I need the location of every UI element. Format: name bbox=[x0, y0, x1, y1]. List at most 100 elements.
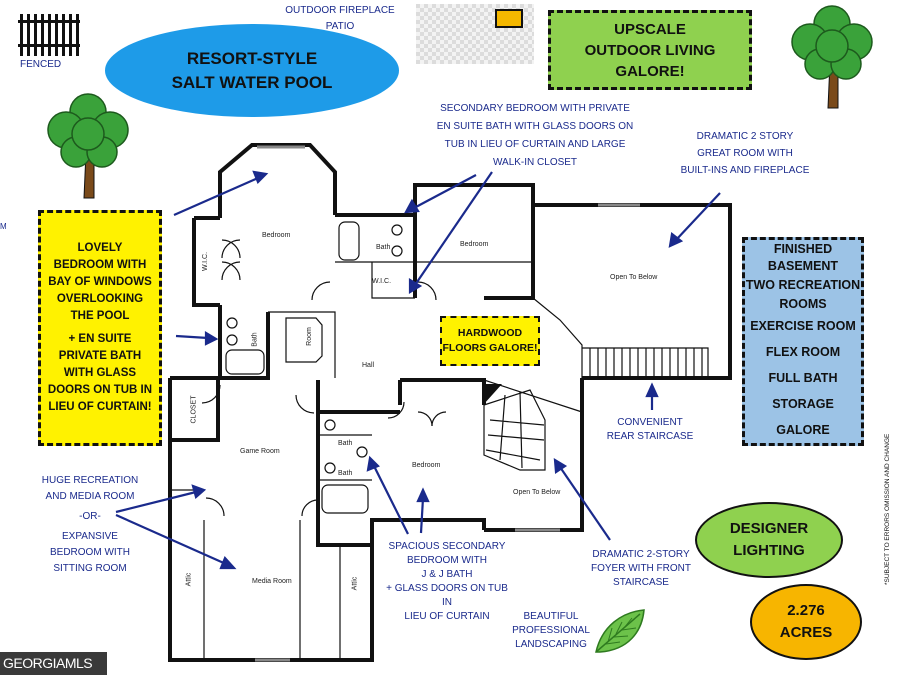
pool-line-2: SALT WATER POOL bbox=[171, 72, 333, 92]
upscale-line-1: UPSCALE bbox=[614, 20, 686, 38]
acres-circle: 2.276 ACRES bbox=[750, 584, 862, 660]
rear-line-2: REAR STAIRCASE bbox=[606, 431, 694, 442]
lighting-line-1: DESIGNER bbox=[729, 520, 809, 537]
room-hall: Hall bbox=[362, 362, 375, 369]
landscaping-line-2: PROFESSIONAL bbox=[512, 625, 590, 636]
foyer-line-3: STAIRCASE bbox=[613, 577, 669, 588]
fireplace-icon bbox=[495, 9, 523, 28]
pool-line-1: RESORT-STYLE bbox=[186, 48, 318, 68]
disclaimer-wrap: *SUBJECT TO ERRORS OMISSION AND CHANGE bbox=[884, 434, 896, 585]
hardwood-line-1: HARDWOOD bbox=[457, 327, 523, 339]
acres-line-2: ACRES bbox=[779, 624, 833, 641]
huge-recreation-note: HUGE RECREATION AND MEDIA ROOM -OR- EXPA… bbox=[36, 474, 144, 576]
room-bedroom-right: Bedroom bbox=[460, 241, 489, 248]
basement-line-4: ROOMS bbox=[779, 296, 827, 311]
great-room-line-3: BUILT-INS AND FIREPLACE bbox=[680, 165, 810, 176]
huge-line-1: HUGE RECREATION bbox=[41, 475, 139, 486]
outdoor-fireplace-label: OUTDOOR FIREPLACE bbox=[285, 5, 395, 16]
huge-line-4: EXPANSIVE bbox=[62, 531, 118, 542]
designer-lighting-oval: DESIGNER LIGHTING bbox=[695, 502, 843, 578]
spacious-line-2: BEDROOM WITH bbox=[407, 555, 487, 566]
lovely-line-1: LOVELY bbox=[77, 242, 123, 254]
secondary-line-3: TUB IN LIEU OF CURTAIN AND LARGE bbox=[444, 139, 626, 150]
room-attic-left: Attic bbox=[185, 572, 193, 587]
spacious-line-1: SPACIOUS SECONDARY bbox=[388, 541, 506, 552]
patio-icon bbox=[416, 4, 534, 64]
tree-icon bbox=[791, 5, 873, 109]
room-media-room: Media Room bbox=[252, 578, 292, 585]
secondary-line-1: SECONDARY BEDROOM WITH PRIVATE bbox=[440, 103, 630, 114]
edge-letter: M bbox=[0, 222, 7, 231]
georgiamls-logo: GEORGIAMLS bbox=[0, 652, 107, 675]
secondary-line-4: WALK-IN CLOSET bbox=[492, 157, 578, 168]
tree-icon bbox=[47, 93, 129, 199]
landscaping-note: BEAUTIFUL PROFESSIONAL LANDSCAPING bbox=[512, 610, 590, 652]
foyer-line-1: DRAMATIC 2-STORY bbox=[592, 549, 690, 560]
huge-line-3: -OR- bbox=[79, 511, 101, 522]
huge-line-2: AND MEDIA ROOM bbox=[45, 491, 135, 502]
lovely-line-10: LIEU OF CURTAIN! bbox=[48, 401, 152, 413]
rear-staircase-note: CONVENIENT REAR STAIRCASE bbox=[600, 416, 700, 444]
basement-line-5: EXERCISE ROOM bbox=[750, 318, 856, 333]
hardwood-box: HARDWOOD FLOORS GALORE! bbox=[440, 316, 540, 366]
secondary-bedroom-note: SECONDARY BEDROOM WITH PRIVATE EN SUITE … bbox=[430, 102, 640, 170]
landscaping-line-1: BEAUTIFUL bbox=[523, 611, 579, 622]
room-wic-mid: W.I.C. bbox=[372, 278, 392, 285]
basement-line-3: TWO RECREATION bbox=[745, 277, 861, 292]
spacious-line-5: LIEU OF CURTAIN bbox=[404, 611, 490, 622]
basement-line-1: FINISHED bbox=[773, 241, 833, 256]
spacious-secondary-note: SPACIOUS SECONDARY BEDROOM WITH J & J BA… bbox=[380, 540, 514, 624]
foyer-note: DRAMATIC 2-STORY FOYER WITH FRONT STAIRC… bbox=[586, 548, 696, 590]
upscale-outdoor-box: UPSCALE OUTDOOR LIVING GALORE! bbox=[548, 10, 752, 90]
upscale-line-3: GALORE! bbox=[615, 62, 685, 80]
room-bath-left: Bath bbox=[251, 332, 259, 347]
fence-icon bbox=[18, 14, 80, 56]
foyer-line-2: FOYER WITH FRONT bbox=[591, 563, 691, 574]
upscale-line-2: OUTDOOR LIVING bbox=[584, 41, 716, 59]
room-open-to-below-top: Open To Below bbox=[610, 274, 658, 281]
patio-label: PATIO bbox=[325, 21, 355, 32]
huge-line-6: SITTING ROOM bbox=[53, 563, 127, 574]
room-wic-left: W.I.C. bbox=[202, 251, 210, 272]
basement-line-8: STORAGE GALORE bbox=[772, 396, 834, 437]
finished-basement-box: FINISHED BASEMENT TWO RECREATION ROOMS E… bbox=[742, 237, 864, 446]
great-room-note: DRAMATIC 2 STORY GREAT ROOM WITH BUILT-I… bbox=[680, 130, 810, 178]
great-room-line-2: GREAT ROOM WITH bbox=[697, 148, 793, 159]
room-open-to-below-lower: Open To Below bbox=[513, 489, 561, 496]
lovely-line-2: BEDROOM WITH bbox=[53, 259, 147, 271]
lovely-line-7: PRIVATE BATH bbox=[58, 350, 142, 362]
disclaimer-text: *SUBJECT TO ERRORS OMISSION AND CHANGE bbox=[884, 433, 891, 585]
room-bedroom-left: Bedroom bbox=[262, 232, 291, 239]
rear-line-1: CONVENIENT bbox=[617, 417, 683, 428]
room-bath-a: Bath bbox=[338, 440, 353, 447]
lovely-line-5: THE POOL bbox=[70, 310, 130, 322]
lighting-line-2: LIGHTING bbox=[733, 542, 805, 559]
room-bath-b: Bath bbox=[338, 470, 353, 477]
room-room: Room bbox=[305, 327, 313, 346]
lovely-line-9: DOORS ON TUB IN bbox=[47, 384, 153, 396]
basement-line-7: FULL BATH bbox=[768, 370, 838, 385]
pool-oval: RESORT-STYLE SALT WATER POOL bbox=[105, 24, 399, 117]
basement-line-6: FLEX ROOM bbox=[765, 344, 841, 359]
spacious-line-4: + GLASS DOORS ON TUB IN bbox=[386, 583, 508, 608]
lovely-line-3: BAY OF WINDOWS bbox=[48, 276, 152, 288]
basement-line-2: BASEMENT bbox=[767, 258, 839, 273]
fenced-label: FENCED bbox=[20, 59, 62, 70]
great-room-line-1: DRAMATIC 2 STORY bbox=[696, 131, 794, 142]
huge-line-5: BEDROOM WITH bbox=[50, 547, 130, 558]
lovely-line-8: WITH GLASS bbox=[63, 367, 137, 379]
secondary-line-2: EN SUITE BATH WITH GLASS DOORS ON bbox=[436, 121, 634, 132]
acres-line-1: 2.276 bbox=[787, 602, 825, 619]
room-attic-right: Attic bbox=[351, 576, 359, 591]
room-bedroom-lower: Bedroom bbox=[412, 462, 441, 469]
landscaping-line-3: LANDSCAPING bbox=[515, 639, 587, 650]
room-game-room: Game Room bbox=[240, 448, 280, 455]
lovely-line-6: + EN SUITE bbox=[68, 333, 132, 345]
room-bath-top: Bath bbox=[376, 244, 391, 251]
lovely-line-4: OVERLOOKING bbox=[56, 293, 144, 305]
leaf-icon bbox=[595, 609, 645, 653]
lovely-bedroom-box: LOVELY BEDROOM WITH BAY OF WINDOWS OVERL… bbox=[38, 210, 162, 446]
room-closet: CLOSET bbox=[190, 395, 198, 424]
spacious-line-3: J & J BATH bbox=[421, 569, 473, 580]
